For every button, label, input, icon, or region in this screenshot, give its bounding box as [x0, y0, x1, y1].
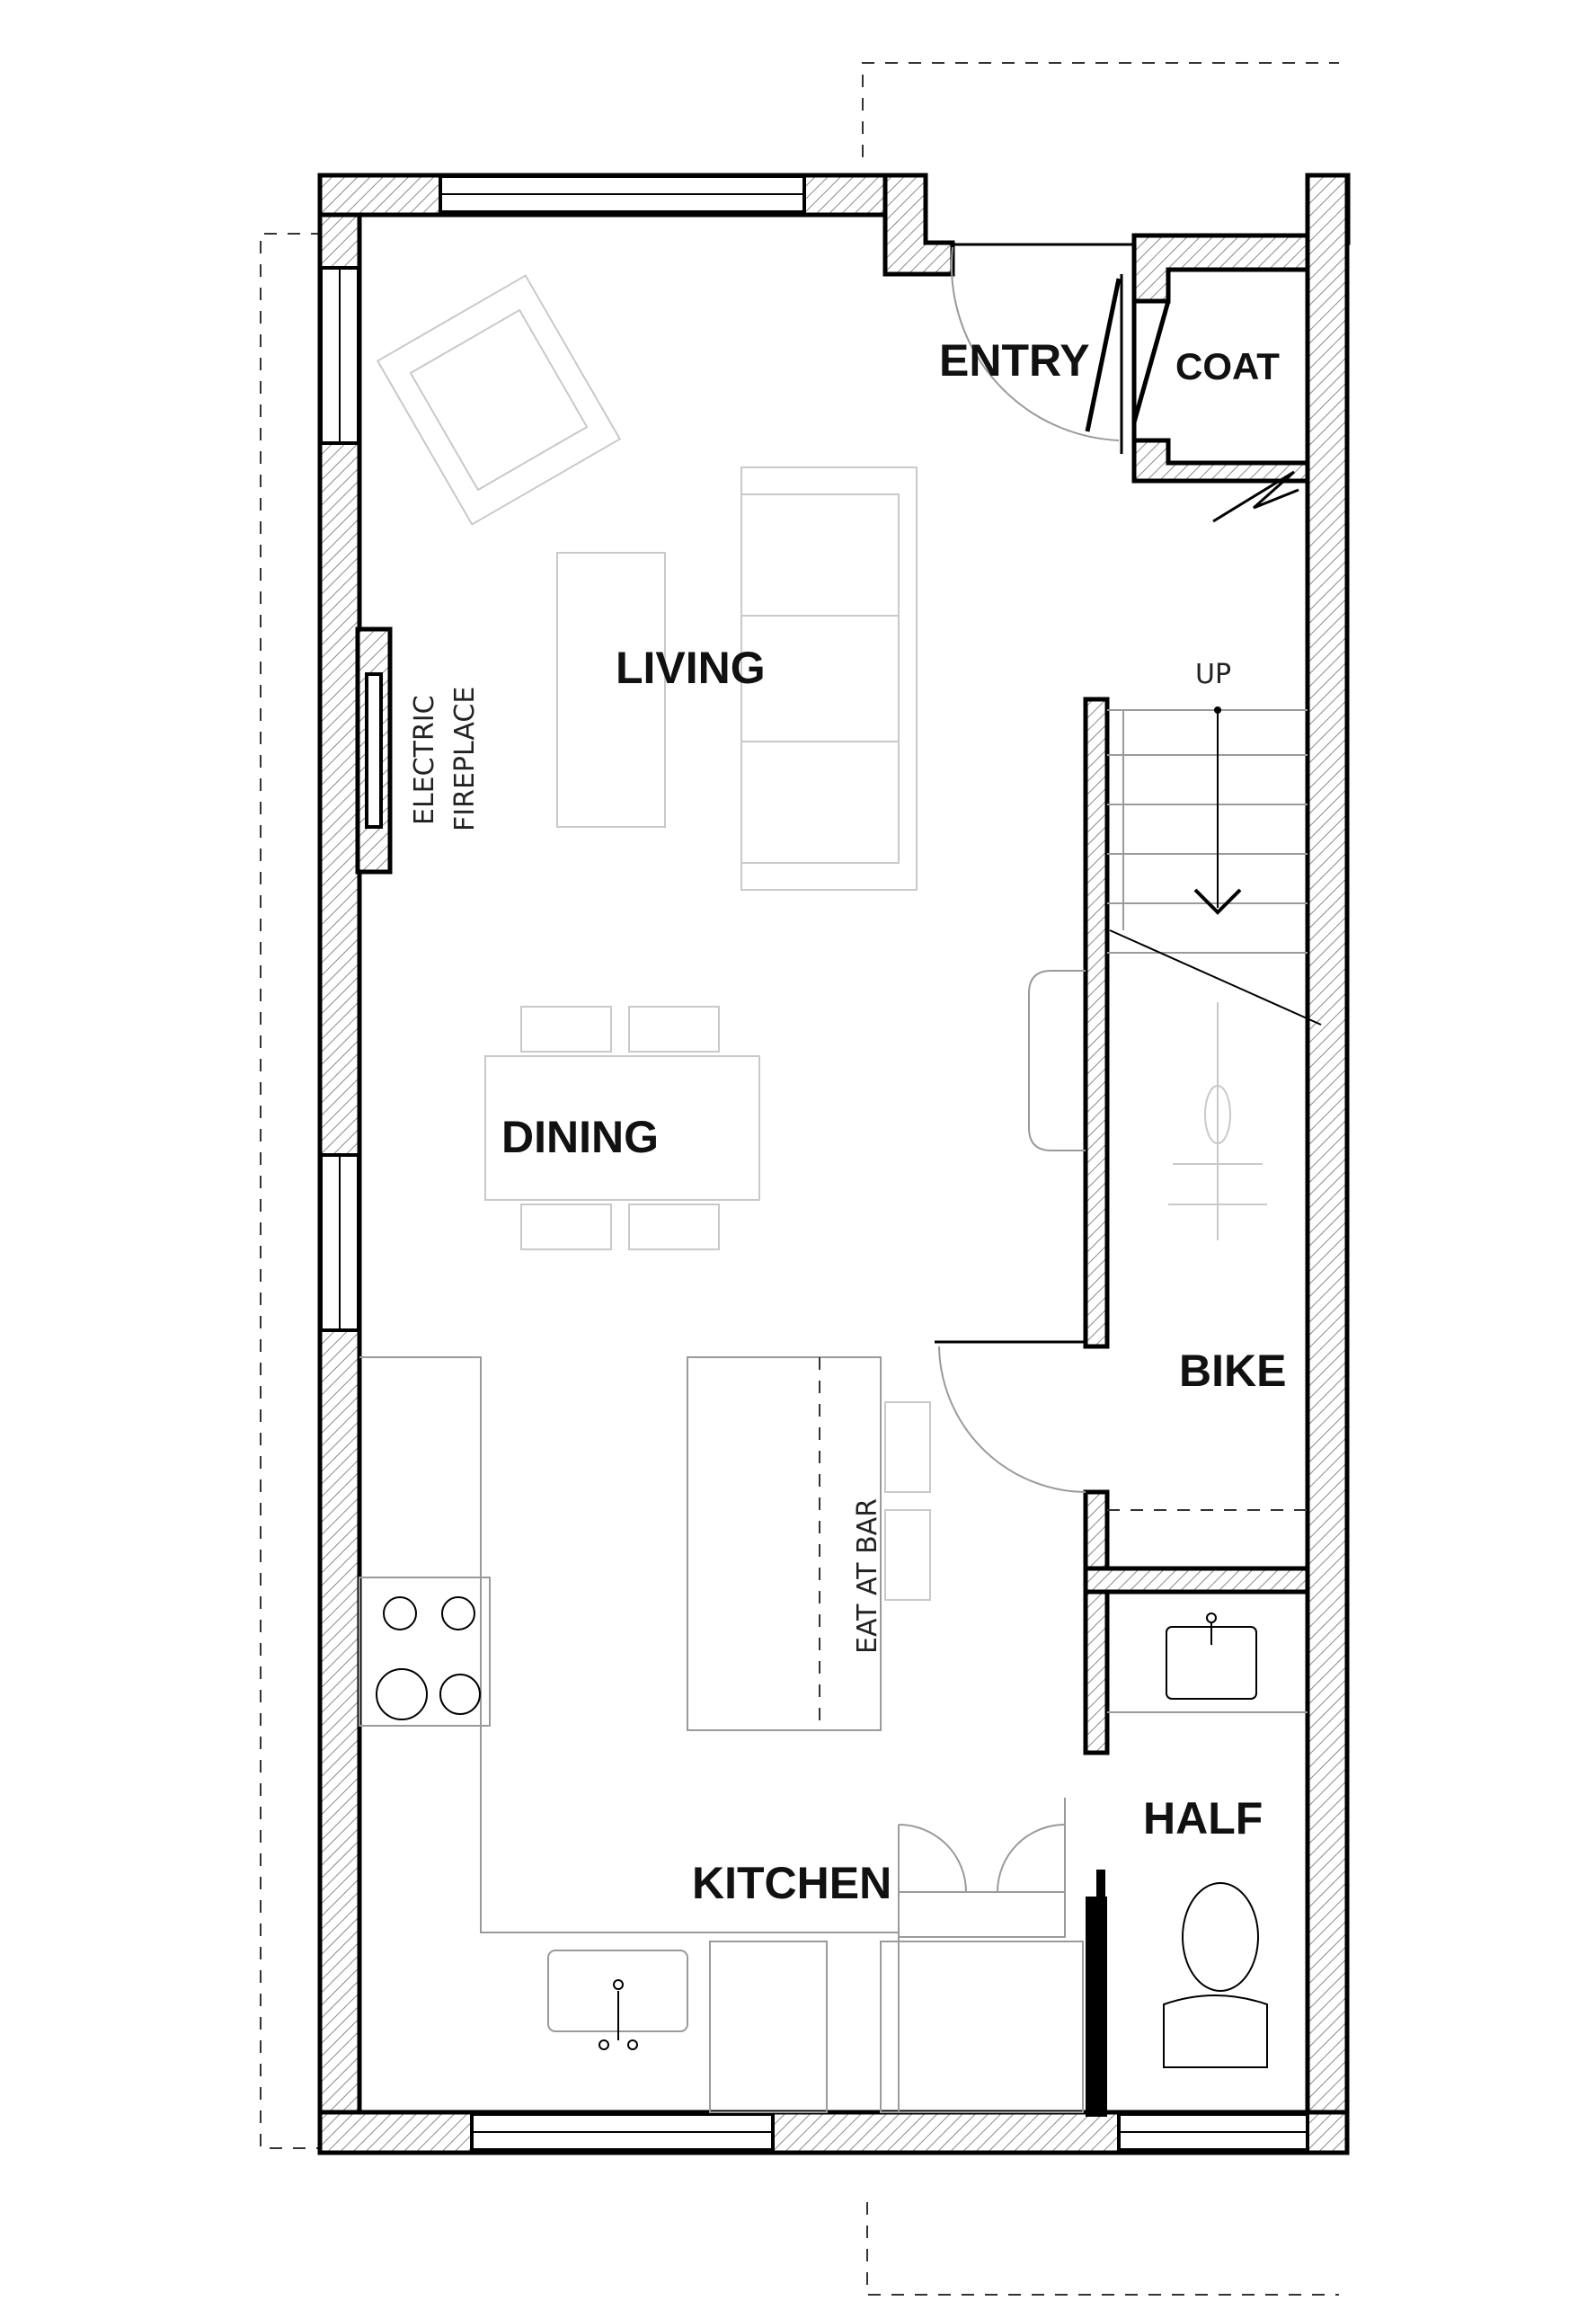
interior-walls [1083, 233, 1310, 2117]
room-label-kitchen: KITCHEN [692, 1858, 891, 1908]
dashed-overhead-lines [260, 62, 1339, 2296]
room-label-entry: ENTRY [939, 335, 1090, 386]
room-label-half: HALF [1143, 1793, 1263, 1843]
island-label-eat-at-bar: EAT AT BAR [852, 1498, 883, 1654]
room-label-bike: BIKE [1179, 1346, 1286, 1396]
fireplace-label-line1: ELECTRIC [409, 695, 440, 825]
half-bath-fixtures [1107, 1612, 1308, 2068]
room-label-living: LIVING [616, 643, 766, 693]
stairs [1107, 706, 1322, 1026]
room-label-coat: COAT [1175, 345, 1280, 387]
bicycle-icon [1168, 1002, 1267, 1240]
furniture [376, 274, 1267, 1250]
room-labels: ENTRY COAT LIVING DINING BIKE HALF KITCH… [409, 335, 1286, 1908]
doors [898, 243, 1308, 1893]
room-label-dining: DINING [501, 1112, 659, 1162]
kitchen-fixtures [359, 1356, 1084, 2113]
stair-up-label: UP [1195, 659, 1231, 690]
windows [319, 174, 1309, 2152]
fireplace-label-line2: FIREPLACE [449, 687, 481, 831]
